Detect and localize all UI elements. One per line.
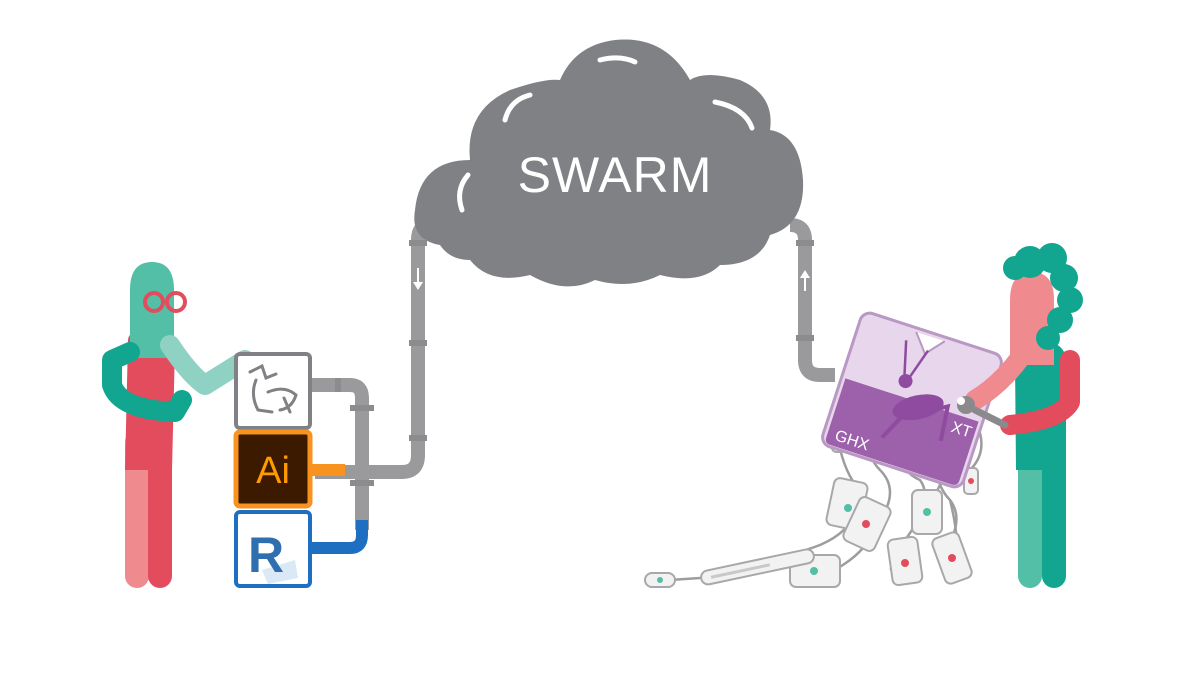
right-pipe xyxy=(789,218,835,382)
up-arrow-icon xyxy=(800,270,810,291)
wrench-icon xyxy=(957,396,1009,429)
component-block xyxy=(931,531,973,585)
cloud-label: SWARM xyxy=(518,147,713,203)
cable-node xyxy=(644,572,676,588)
swarm-cloud: SWARM xyxy=(414,39,804,287)
grasshopper-icon xyxy=(880,340,951,442)
illustrator-label: Ai xyxy=(256,450,290,492)
left-pipe-joints xyxy=(335,240,427,486)
revit-label: R xyxy=(248,527,284,583)
down-arrow-icon xyxy=(413,268,423,290)
revit-app-icon: R xyxy=(234,510,312,588)
left-person xyxy=(102,262,255,588)
right-person-front-arm xyxy=(1000,350,1080,435)
right-pipe-joints xyxy=(796,240,814,341)
component-block xyxy=(886,535,924,587)
grasshopper-panel: GHX XT xyxy=(821,311,1003,489)
component-block xyxy=(842,496,892,552)
revit-pipe xyxy=(312,520,368,554)
glasses-icon xyxy=(143,291,187,313)
rhino-icon xyxy=(248,363,298,414)
right-person-back-arm xyxy=(965,348,1030,410)
left-person-back-arm xyxy=(102,342,192,422)
right-person-body xyxy=(1015,340,1066,470)
right-person xyxy=(957,243,1083,588)
revit-cube-shape xyxy=(262,560,298,584)
illustrator-app-icon: Ai xyxy=(233,429,313,509)
curly-hair-icon xyxy=(1003,243,1083,350)
grasshopper-nodes xyxy=(644,425,979,588)
left-person-front-arm xyxy=(160,335,255,395)
component-block xyxy=(911,489,943,535)
ghx-tab-label: XT xyxy=(949,419,974,442)
rhino-app-icon xyxy=(234,352,312,430)
slider-component xyxy=(700,548,815,586)
